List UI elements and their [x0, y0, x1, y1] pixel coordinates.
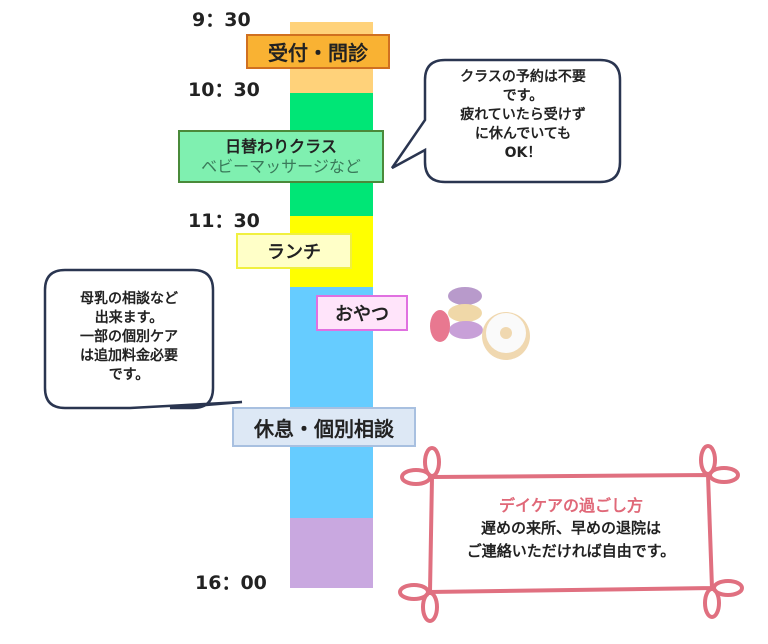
callout-right-shape — [390, 58, 622, 184]
note-line: ご連絡いただければ自由です。 — [466, 542, 676, 560]
callout-left-line: です。 — [108, 367, 150, 383]
callout-left-line: は追加料金必要 — [80, 348, 178, 364]
time-0930: 9：30 — [192, 9, 251, 31]
callout-left-line: 出来ます。 — [94, 310, 164, 326]
callout-right-line: です。 — [502, 88, 544, 104]
label-snack-text: おやつ — [335, 304, 389, 325]
label-snack: おやつ — [316, 295, 408, 331]
label-lunch: ランチ — [236, 233, 352, 269]
label-reception: 受付・問診 — [246, 34, 390, 69]
label-class: 日替わりクラスベビーマッサージなど — [178, 130, 384, 183]
ribbon-frame-icon — [398, 444, 744, 623]
callout-left-line: 一部の個別ケア — [80, 329, 178, 345]
note-line: 遅めの来所、早めの退院は — [480, 519, 661, 537]
note-box: デイケアの過ごし方 遅めの来所、早めの退院は ご連絡いただければ自由です。 — [434, 494, 708, 563]
macaron-icon — [430, 287, 483, 342]
callout-right-line: 疲れていたら受けず — [460, 107, 586, 123]
note-title: デイケアの過ごし方 — [498, 496, 643, 515]
callout-right-line: に休んでいても — [474, 126, 572, 142]
label-class-sub: ベビーマッサージなど — [201, 156, 361, 176]
callout-right-line: OK！ — [504, 145, 542, 161]
callout-right-line: クラスの予約は不要 — [460, 69, 586, 85]
label-lunch-text: ランチ — [267, 242, 321, 263]
callout-left-text: 母乳の相談など 出来ます。 一部の個別ケア は追加料金必要 です。 — [48, 290, 210, 385]
time-1030: 10：30 — [188, 79, 260, 101]
donut-icon — [482, 312, 530, 360]
label-rest: 休息・個別相談 — [232, 407, 416, 447]
callout-right-text: クラスの予約は不要 です。 疲れていたら受けず に休んでいても OK！ — [430, 68, 616, 163]
time-1600: 16：00 — [195, 572, 267, 594]
label-class-title: 日替わりクラス — [225, 136, 337, 156]
segment-end — [290, 518, 373, 588]
label-reception-text: 受付・問診 — [268, 41, 368, 65]
label-rest-text: 休息・個別相談 — [254, 416, 394, 441]
time-1130: 11：30 — [188, 210, 260, 232]
callout-left-shape — [43, 268, 243, 410]
callout-left-line: 母乳の相談など — [80, 291, 178, 307]
